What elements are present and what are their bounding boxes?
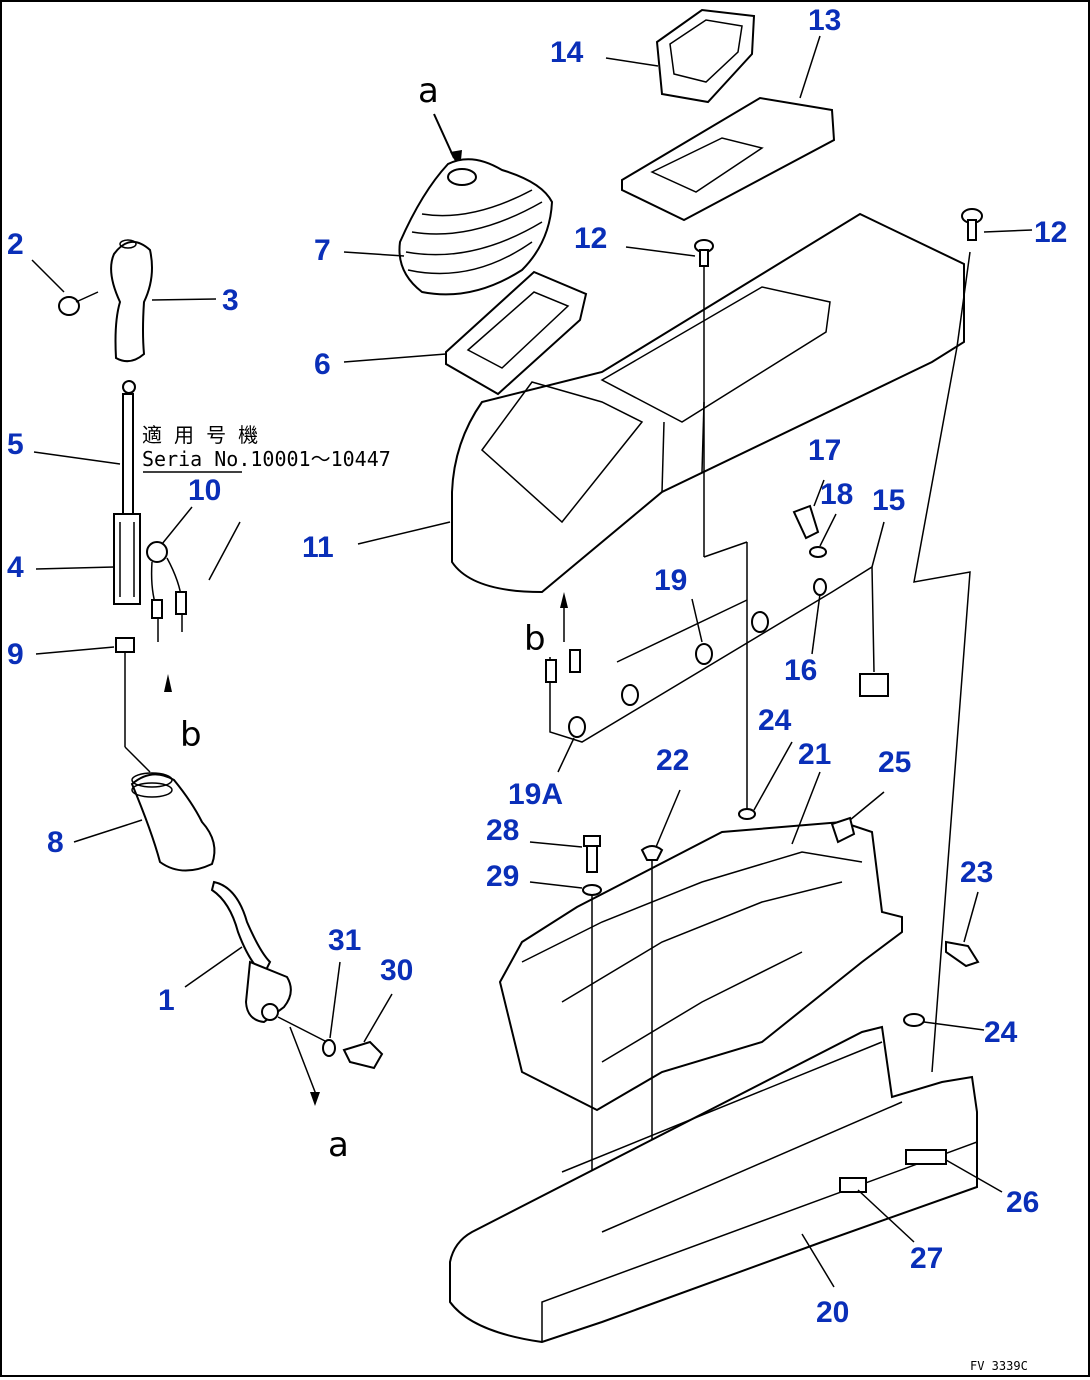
view-letter-b-right: b [524,619,546,659]
part-23-bolt [945,940,980,968]
view-letter-a-bottom: a [328,1125,349,1165]
callout-18: 18 [820,478,853,511]
part-20-cover [449,1025,978,1344]
callout-12-right: 12 [1034,216,1067,249]
callout-12-center: 12 [574,222,607,255]
callout-28: 28 [486,814,519,847]
callout-16: 16 [784,654,817,687]
part-1-lever [210,880,328,1106]
callout-15: 15 [872,484,905,517]
part-30-bolt [342,1040,384,1070]
callout-23: 23 [960,856,993,889]
callout-3: 3 [222,284,239,317]
callout-14: 14 [550,36,584,69]
part-24-clip-upper [738,808,756,820]
callout-17: 17 [808,434,841,467]
callout-11: 11 [302,531,334,564]
part-15-harness [545,565,889,743]
part-24-clip-lower [903,1013,925,1027]
part-8-boot [130,772,216,872]
callout-5: 5 [7,428,24,461]
part-9-nut [115,637,151,773]
part-25-clip [830,816,856,844]
callout-21: 21 [798,738,831,771]
part-6-frame [445,270,588,396]
callout-13: 13 [808,4,841,37]
callout-7: 7 [314,234,331,267]
callout-10: 10 [188,474,221,507]
callout-29: 29 [486,860,519,893]
part-14-switch [655,8,756,104]
callout-31: 31 [328,924,361,957]
part-3-knob [110,239,153,363]
serial-note-range: Seria No.10001～10447 [142,447,391,471]
part-12-bolt-right [913,208,983,1073]
callout-27: 27 [910,1242,943,1275]
callout-20: 20 [816,1296,849,1329]
part-7-boot [398,158,554,296]
callout-19: 19 [654,564,687,597]
callout-4: 4 [7,551,24,584]
callout-22: 22 [656,744,689,777]
callout-8: 8 [47,826,64,859]
callout-2: 2 [7,228,24,261]
part-18-washer [809,546,827,558]
callout-19a: 19A [508,778,563,811]
arrow-b-left [164,674,172,692]
callout-24-upper: 24 [758,704,792,737]
callout-24-lower: 24 [984,1016,1018,1049]
part-21-bracket [498,820,903,1112]
part-5-lever [113,380,241,642]
arrow-b-right [560,592,568,642]
callout-6: 6 [314,348,331,381]
part-13-plate [621,96,836,222]
callout-9: 9 [7,638,24,671]
callout-25: 25 [878,746,911,779]
part-11-console-cover [451,212,965,817]
callout-1: 1 [158,984,175,1017]
drawing-code: FV 3339C [970,1359,1028,1373]
part-28-bolt [583,835,601,873]
callout-30: 30 [380,954,413,987]
view-letter-b-left: b [180,715,202,755]
callout-26: 26 [1006,1186,1039,1219]
part-2-pin [58,291,99,316]
part-31-washer [322,1039,336,1057]
part-12-bolt-center [694,239,714,267]
part-17-bolt [792,504,820,540]
serial-note-title: 適 用 号 機 [142,423,258,447]
leader-lines [31,35,1033,1288]
view-letter-a-top: a [418,71,439,111]
